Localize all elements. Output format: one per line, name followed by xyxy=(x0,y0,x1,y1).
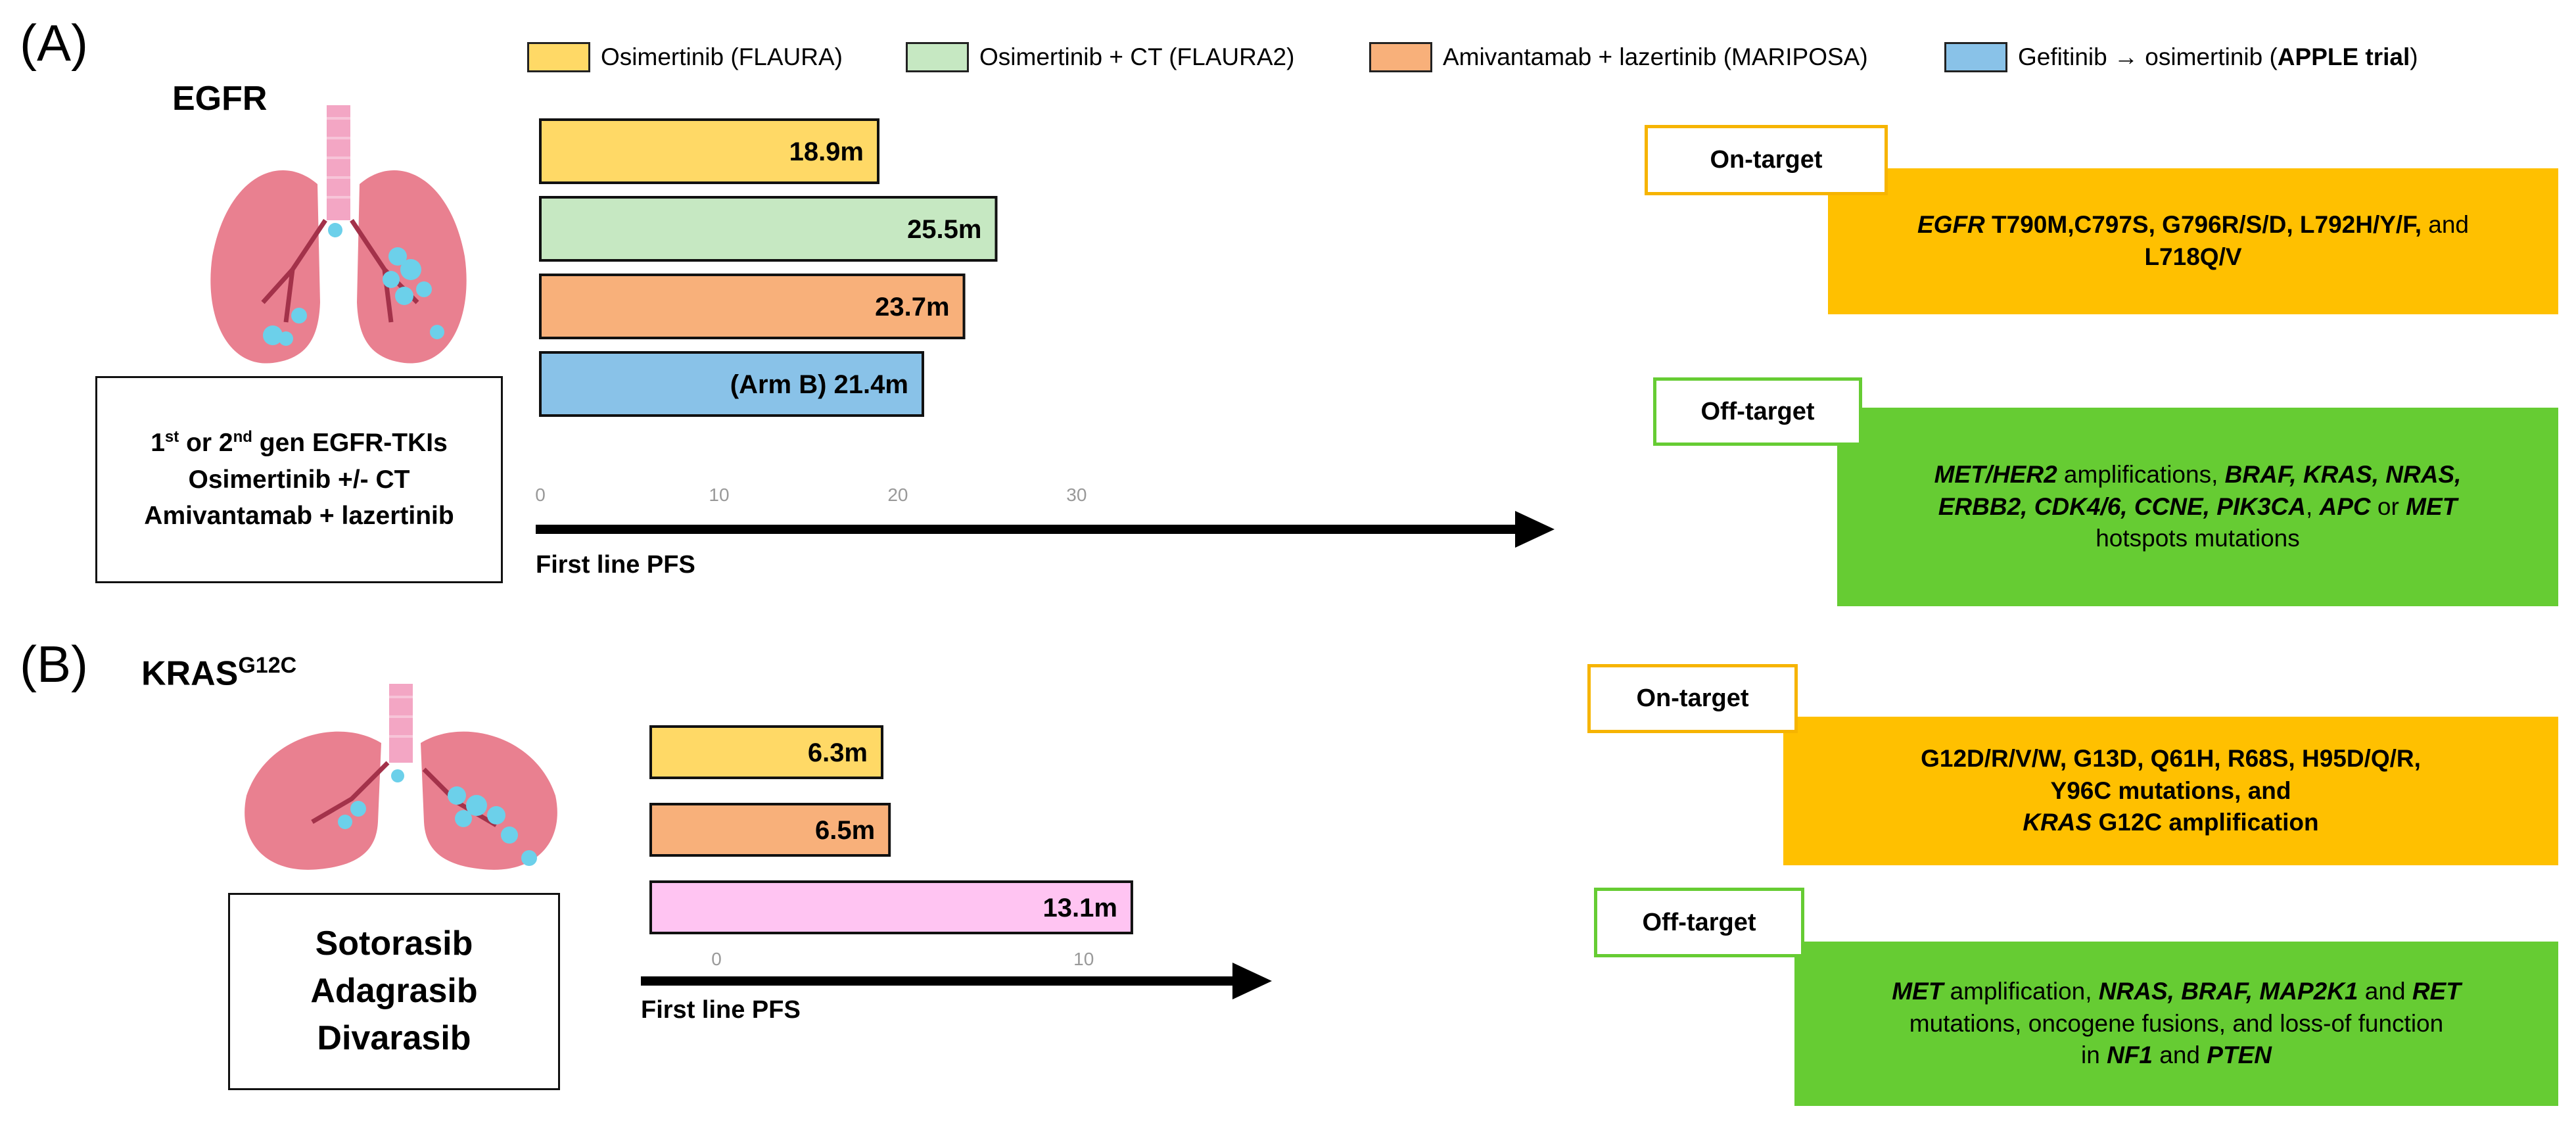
lung-icon xyxy=(210,105,467,364)
bar-2 xyxy=(649,803,891,857)
bar-value-label: 18.9m xyxy=(789,137,864,166)
x-tick-label: 0 xyxy=(535,485,546,505)
lung-icon xyxy=(245,684,557,870)
panel-b-drug-box: Sotorasib Adagrasib Divarasib xyxy=(228,893,560,1090)
panel-a-on-target-tag: On-target xyxy=(1645,125,1888,195)
bar-1 xyxy=(539,118,879,184)
bar-4 xyxy=(539,351,924,417)
bar-3 xyxy=(539,274,966,339)
bar-value-label: 6.3m xyxy=(808,738,868,767)
bar-value-label: 13.1m xyxy=(1043,894,1117,922)
axis-arrow-head-icon xyxy=(1515,511,1555,548)
legend-swatch-mariposa xyxy=(1369,42,1432,72)
panel-b-off-target-tag: Off-target xyxy=(1594,888,1804,957)
x-tick-label: 20 xyxy=(887,485,908,505)
bar-value-label: 6.5m xyxy=(815,816,875,845)
panel-b-axis-label: First line PFS xyxy=(641,996,801,1024)
right-arrow-icon: → xyxy=(2114,43,2139,70)
panel-b-on-target-box: G12D/R/V/W, G13D, Q61H, R68S, H95D/Q/R, … xyxy=(1783,717,2558,865)
legend-label-apple: Gefitinib → osimertinib (APPLE trial) xyxy=(2018,43,2418,70)
legend-item-apple: Gefitinib → osimertinib (APPLE trial) xyxy=(1944,42,2418,72)
drug-sotorasib: Sotorasib xyxy=(315,924,473,963)
x-tick-label: 0 xyxy=(711,949,722,969)
legend-swatch-flaura xyxy=(527,42,590,72)
drug-divarasib: Divarasib xyxy=(317,1018,471,1057)
x-tick-label: 10 xyxy=(709,485,729,505)
panel-a-axis-label: First line PFS xyxy=(536,551,695,579)
panel-a-letter: (A) xyxy=(20,14,88,72)
bar-1 xyxy=(649,725,883,779)
legend-swatch-flaura2 xyxy=(906,42,969,72)
panel-a-drug-box: 1st or 2nd gen EGFR-TKIs Osimertinib +/-… xyxy=(95,376,503,583)
legend-label-flaura: Osimertinib (FLAURA) xyxy=(601,43,843,70)
drug-line-1: 1st or 2nd gen EGFR-TKIs xyxy=(151,428,448,458)
drug-line-3: Amivantamab + lazertinib xyxy=(144,502,454,531)
drug-adagrasib: Adagrasib xyxy=(310,972,478,1011)
panel-a-on-target-box: EGFR T790M,C797S, G796R/S/D, L792H/Y/F, … xyxy=(1828,168,2558,314)
panel-b-on-target-tag: On-target xyxy=(1587,664,1798,733)
panel-b-gene-title: KRASG12C xyxy=(141,653,297,693)
legend-label-mariposa: Amivantamab + lazertinib (MARIPOSA) xyxy=(1443,43,1868,70)
legend-swatch-apple xyxy=(1944,42,2007,72)
bar-value-label: (Arm B) 21.4m xyxy=(730,370,908,399)
panel-a-off-target-box: MET/HER2 amplifications, BRAF, KRAS, NRA… xyxy=(1837,408,2558,606)
bar-value-label: 25.5m xyxy=(907,215,981,244)
bar-2 xyxy=(539,196,998,262)
bar-value-label: 23.7m xyxy=(875,293,949,322)
legend-item-flaura2: Osimertinib + CT (FLAURA2) xyxy=(906,42,1294,72)
x-tick-label: 30 xyxy=(1066,485,1087,505)
panel-a-gene-title: EGFR xyxy=(172,80,268,118)
drug-line-2: Osimertinib +/- CT xyxy=(188,465,410,494)
panel-b-off-target-box: MET amplification, NRAS, BRAF, MAP2K1 an… xyxy=(1794,942,2558,1106)
bar-3 xyxy=(649,880,1133,934)
legend-item-flaura: Osimertinib (FLAURA) xyxy=(527,42,843,72)
legend-label-flaura2: Osimertinib + CT (FLAURA2) xyxy=(979,43,1295,70)
panel-a-off-target-tag: Off-target xyxy=(1653,377,1862,446)
legend-item-mariposa: Amivantamab + lazertinib (MARIPOSA) xyxy=(1369,42,1868,72)
panel-b-letter: (B) xyxy=(20,635,88,693)
axis-arrow-head-icon xyxy=(1232,963,1272,999)
x-tick-label: 10 xyxy=(1073,949,1094,969)
